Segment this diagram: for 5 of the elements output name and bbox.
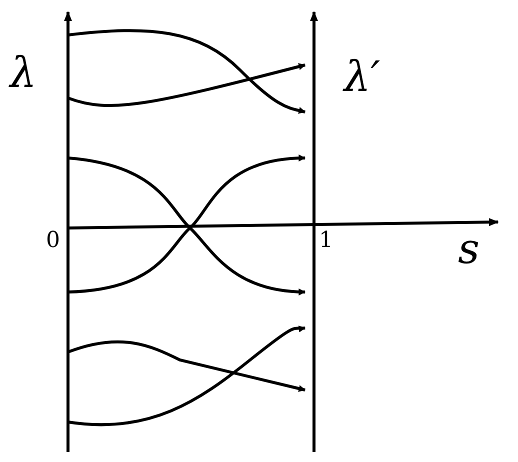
variable-label: λ′ — [344, 56, 380, 98]
variable-label: λ — [10, 52, 37, 94]
tick-label: 1 — [319, 230, 333, 252]
axis-label: s — [458, 228, 480, 270]
tick-label: 0 — [46, 230, 60, 252]
